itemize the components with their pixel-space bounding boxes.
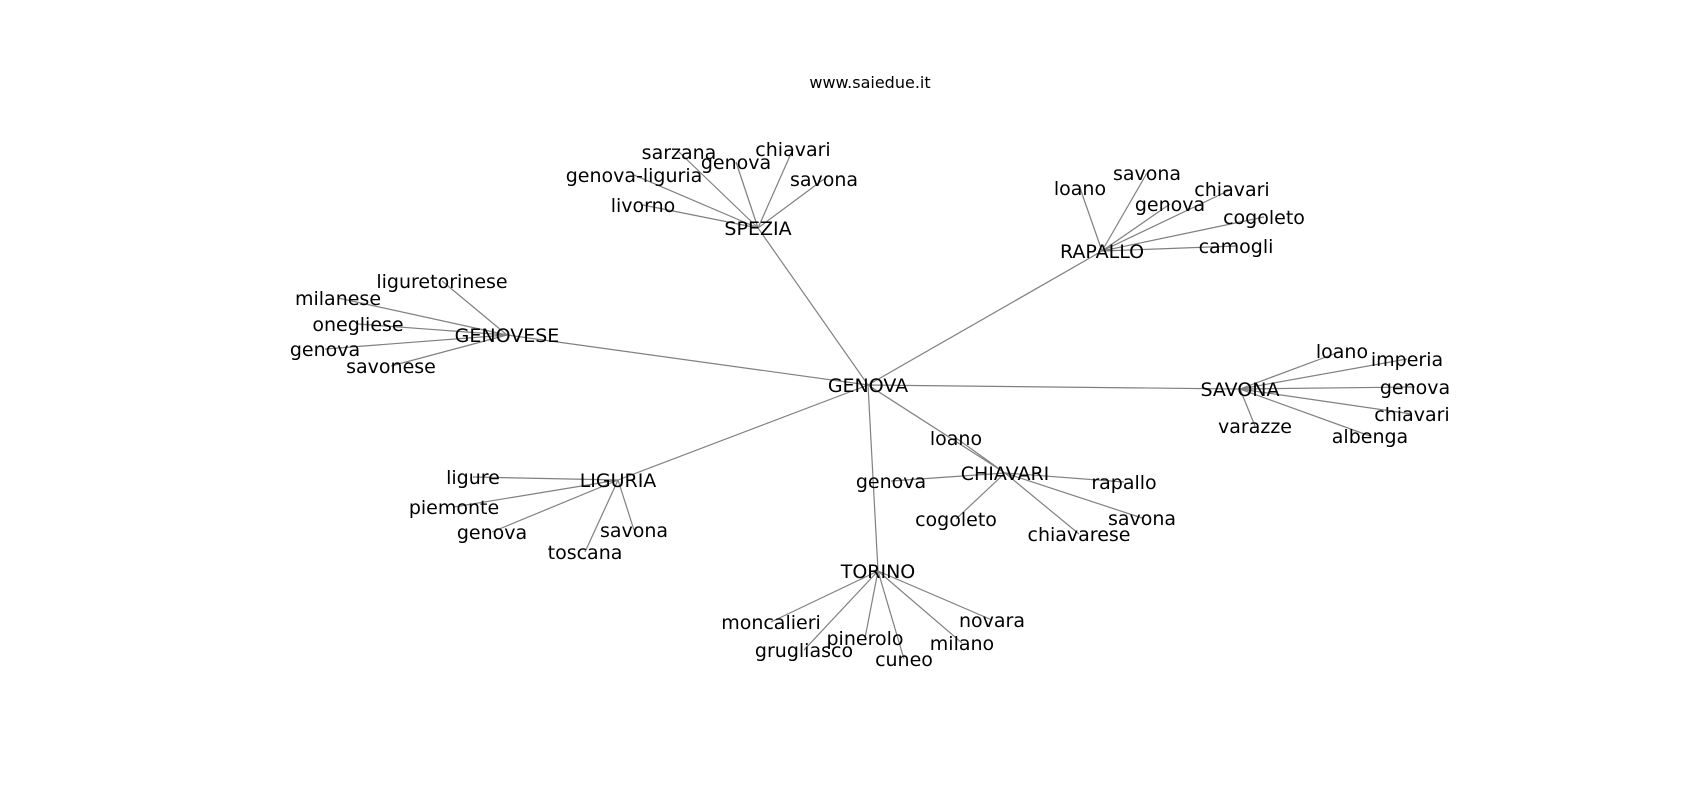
leaf-edge-chiavari-5 <box>1004 472 1080 535</box>
leaf-node-label: novara <box>959 610 1025 632</box>
leaf-node-label: albenga <box>1332 426 1408 448</box>
center-edge-genovese <box>506 334 869 386</box>
leaf-node-label: onegliese <box>312 314 403 336</box>
center-edge-chiavari <box>867 384 1006 474</box>
leaf-node-label: genova-liguria <box>566 165 703 187</box>
leaf-node-label: pinerolo <box>827 628 904 650</box>
leaf-node-label: rapallo <box>1091 472 1156 494</box>
center-edge-torino <box>867 384 879 572</box>
leaf-edge-torino-0 <box>770 570 879 623</box>
leaf-edge-spezia-0 <box>678 151 759 229</box>
leaf-node-label: savona <box>1108 508 1176 530</box>
hub-node-label: RAPALLO <box>1060 241 1144 263</box>
leaf-node-label: cuneo <box>875 649 933 671</box>
leaf-node-label: grugliasco <box>755 640 853 662</box>
leaf-node-label: genova <box>290 339 360 361</box>
hub-node-label: TORINO <box>840 561 916 583</box>
leaf-node-label: savonese <box>346 356 436 378</box>
leaf-node-label: loano <box>930 428 982 450</box>
leaf-edge-spezia-3 <box>757 178 825 229</box>
leaf-node-label: milano <box>930 633 994 655</box>
leaf-node-label: loano <box>1316 341 1368 363</box>
leaf-edge-genovese-0 <box>441 280 508 336</box>
leaf-node-label: chiavari <box>755 139 830 161</box>
leaf-edge-chiavari-0 <box>955 437 1006 474</box>
leaf-edge-torino-4 <box>803 570 879 651</box>
leaf-node-label: livorno <box>611 195 676 217</box>
leaf-node-label: ligure <box>446 467 500 489</box>
leaf-node-label: cogoleto <box>1223 207 1305 229</box>
leaf-node-label: piemonte <box>409 497 499 519</box>
leaf-node-label: savona <box>600 520 668 542</box>
leaf-edge-savona-2 <box>1239 386 1416 390</box>
leaf-edge-genovese-3 <box>324 334 508 350</box>
leaf-node-label: milanese <box>295 288 381 310</box>
leaf-node-label: camogli <box>1199 236 1274 258</box>
leaf-edge-liguria-1 <box>453 479 619 508</box>
hub-node-label: LIGURIA <box>580 470 657 492</box>
leaf-edge-rapallo-2 <box>1101 188 1233 252</box>
center-node-label: GENOVA <box>828 375 908 397</box>
leaf-edge-spezia-1 <box>757 148 794 229</box>
leaf-edge-rapallo-0 <box>1101 172 1148 252</box>
leaf-edge-genovese-4 <box>390 334 508 367</box>
leaf-edge-chiavari-2 <box>1004 472 1125 483</box>
leaf-node-label: loano <box>1054 178 1106 200</box>
leaf-edge-chiavari-3 <box>955 472 1006 520</box>
leaf-node-label: savona <box>1113 163 1181 185</box>
site-url: www.saiedue.it <box>809 73 930 92</box>
center-edge-savona <box>867 384 1241 390</box>
leaf-node-label: toscana <box>548 542 623 564</box>
leaf-edge-chiavari-4 <box>1004 472 1143 519</box>
leaf-node-label: genova <box>1135 194 1205 216</box>
center-edge-spezia <box>757 227 869 386</box>
hub-node-label: SAVONA <box>1200 379 1279 401</box>
leaf-edge-rapallo-1 <box>1079 187 1103 252</box>
leaf-node-label: chiavari <box>1194 179 1269 201</box>
center-edge-liguria <box>617 384 869 481</box>
leaf-edge-genovese-2 <box>357 323 508 336</box>
leaf-edge-savona-0 <box>1239 350 1343 390</box>
leaf-edge-liguria-2 <box>491 479 619 533</box>
edges <box>324 148 1416 660</box>
leaf-node-label: chiavari <box>1374 404 1449 426</box>
leaf-edge-torino-1 <box>877 570 993 621</box>
leaf-edge-savona-3 <box>1239 388 1413 415</box>
leaf-edge-torino-5 <box>877 570 905 660</box>
leaf-node-label: sarzana <box>642 142 717 164</box>
leaf-edge-savona-1 <box>1239 358 1408 390</box>
leaf-edge-spezia-2 <box>735 161 759 229</box>
leaf-edge-liguria-0 <box>472 476 619 481</box>
leaf-node-label: varazze <box>1218 416 1292 438</box>
leaf-node-label: cogoleto <box>915 509 997 531</box>
leaf-edge-liguria-4 <box>584 479 619 553</box>
leaf-node-label: chiavarese <box>1028 524 1131 546</box>
hub-node-label: SPEZIA <box>724 218 791 240</box>
leaf-edge-savona-5 <box>1239 388 1371 437</box>
leaf-edge-spezia-5 <box>642 204 759 229</box>
center-edge-rapallo <box>867 250 1103 386</box>
leaf-node-label: genova <box>701 152 771 174</box>
leaf-edge-savona-4 <box>1239 388 1256 427</box>
leaf-node-label: genova <box>1380 377 1450 399</box>
leaf-edge-rapallo-3 <box>1101 203 1171 252</box>
hub-node-label: GENOVESE <box>455 325 560 347</box>
leaf-node-label: genova <box>856 471 926 493</box>
leaf-edge-spezia-4 <box>633 174 759 229</box>
leaf-edge-torino-3 <box>877 570 963 644</box>
leaf-edge-torino-2 <box>864 570 879 639</box>
leaf-edge-liguria-3 <box>617 479 635 531</box>
leaf-node-label: savona <box>790 169 858 191</box>
leaf-edge-chiavari-1 <box>890 472 1006 482</box>
leaf-node-label: liguretorinese <box>376 271 507 293</box>
hub-node-label: CHIAVARI <box>961 463 1050 485</box>
leaf-edge-rapallo-4 <box>1101 216 1265 252</box>
leaf-edge-genovese-1 <box>337 297 508 336</box>
leaf-node-label: genova <box>457 522 527 544</box>
leaf-node-label: moncalieri <box>721 612 821 634</box>
leaf-node-label: imperia <box>1371 349 1443 371</box>
leaf-edge-rapallo-5 <box>1101 245 1237 252</box>
